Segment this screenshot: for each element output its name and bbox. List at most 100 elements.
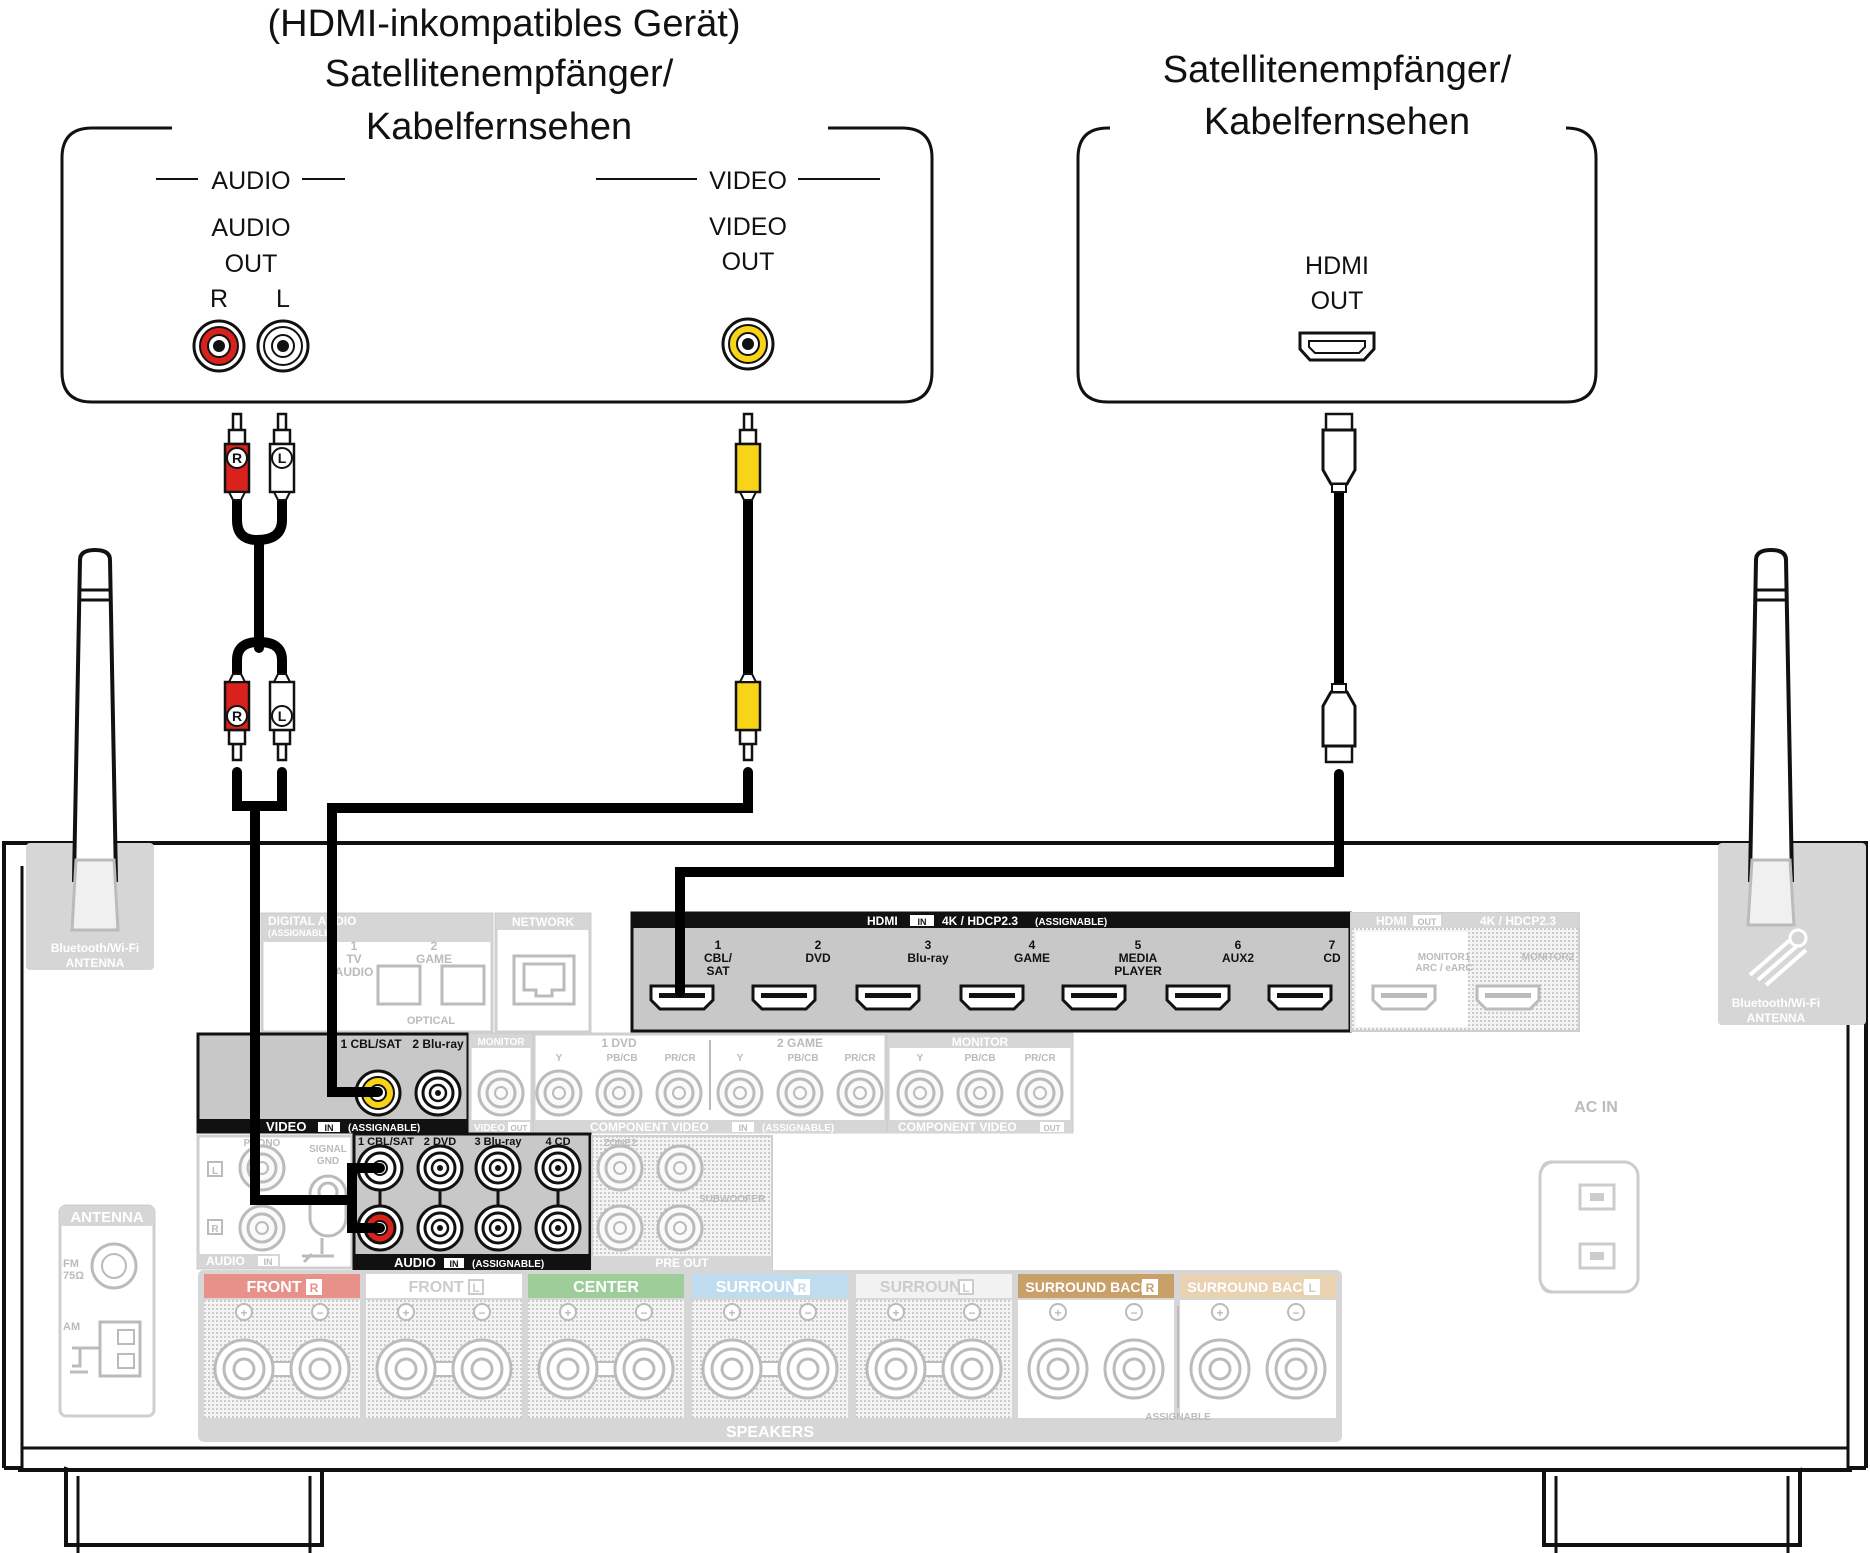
component-out-footer: COMPONENT VIDEO (898, 1120, 1017, 1134)
hdmi-in-label: HDMI (867, 914, 898, 928)
hdmi-input-ports: 1CBL/SAT2DVD3Blu-ray4GAME5MEDIAPLAYER6AU… (649, 938, 1341, 1011)
audio-in-footer-badge: IN (450, 1259, 459, 1269)
hdmi-input-port (1165, 984, 1231, 1011)
signal-label: SIGNAL (309, 1144, 347, 1155)
hdmi-plug-top (1321, 412, 1357, 493)
hdmi-input-label: Blu-ray (907, 951, 949, 965)
fm-label: FM (63, 1258, 79, 1270)
audio-l-top-label: L (278, 450, 287, 466)
monitor-small-label: MONITOR (477, 1037, 525, 1048)
hdmi-out-port (1298, 331, 1376, 362)
assignable-spk-label: ASSIGNABLE (1145, 1412, 1211, 1423)
speaker-terminal-plus (865, 1338, 927, 1400)
audio-r-top-label: R (232, 450, 242, 466)
speaker-terminal-minus (451, 1338, 513, 1400)
video-plug-bottom (734, 673, 762, 762)
hdmi-out-panel: HDMI OUT 4K / HDCP2.3 MONITOR1 ARC / eAR… (1350, 912, 1580, 1032)
video-out-label: VIDEO (474, 1123, 505, 1134)
terminal-polarity: − (640, 1306, 647, 1320)
component-y2-label: Y (737, 1053, 744, 1064)
left-channel-label: L (276, 285, 290, 313)
audio-in-3-label: 3 Blu-ray (474, 1136, 522, 1148)
audio-in-panel: 1 CBL/SAT 2 DVD 3 Blu-ray 4 CD (352, 1132, 592, 1272)
component-pr1-label: PR/CR (664, 1053, 696, 1064)
video-section-label: VIDEO (709, 167, 787, 195)
speaker-group-header (204, 1274, 360, 1298)
left-device-title-3: Kabelfernsehen (366, 106, 632, 148)
speaker-terminal-plus (375, 1338, 437, 1400)
hdmi-input-num: 1 (715, 938, 722, 952)
left-device-title-2: Satellitenempfänger/ (325, 53, 674, 95)
audio-l-bottom-label: L (278, 708, 287, 724)
audio-out-l-jack (256, 319, 310, 373)
audio-in-2-label: 2 DVD (424, 1136, 456, 1148)
hdmi-out-label-2: OUT (1311, 287, 1364, 315)
optical-2-num: 2 (431, 939, 438, 953)
audio-small-badge: IN (264, 1257, 273, 1267)
hdmi-out-label-1: HDMI (1305, 252, 1369, 280)
speaker-terminal-plus (1027, 1338, 1089, 1400)
speaker-group-name: SURROUND BACK (1025, 1279, 1150, 1295)
speaker-group-name: SURROUND (880, 1279, 972, 1296)
video-out-label-1: VIDEO (709, 213, 787, 241)
terminal-polarity: + (892, 1306, 899, 1320)
hdmi-in-badge: IN (918, 917, 927, 927)
video-in-2-jack (414, 1069, 462, 1117)
video-out-label-2: OUT (722, 248, 775, 276)
right-device-title-2: Kabelfernsehen (1204, 101, 1470, 143)
hdmi-out-badge: OUT (1418, 917, 1438, 927)
audio-out-r-jack (192, 319, 246, 373)
audio-cable-y-bottom (232, 636, 287, 685)
hdmi-input-label: CBL/ (704, 951, 733, 965)
component-y1-label: Y (556, 1053, 563, 1064)
digital-assignable-label: (ASSIGNABLE) (268, 928, 333, 938)
terminal-polarity: + (402, 1306, 409, 1320)
phono-label: PHONO (244, 1138, 281, 1149)
speaker-terminal-plus (701, 1338, 763, 1400)
speaker-terminal-minus (613, 1338, 675, 1400)
av-receiver: Bluetooth/Wi-Fi ANTENNA Bluetooth/Wi-Fi … (2, 547, 1868, 1553)
bt-left-line1: Bluetooth/Wi-Fi (51, 941, 140, 955)
hdmi-input-label: CD (1323, 951, 1341, 965)
component-out-monitor: MONITOR (952, 1035, 1009, 1049)
audio-in-footer-assignable: (ASSIGNABLE) (472, 1259, 544, 1270)
audio-cable-r (347, 1195, 385, 1233)
hdmi-input-label: DVD (805, 951, 831, 965)
audio-l-plug-top: L (268, 412, 296, 501)
component-game-label: 2 GAME (777, 1036, 823, 1050)
terminal-polarity: + (1216, 1306, 1223, 1320)
speaker-group-name: SURROUND (716, 1279, 808, 1296)
left-device-box (60, 126, 934, 404)
video-plug-top (734, 412, 762, 501)
cables (232, 485, 1344, 1233)
pre-out-label: PRE OUT (655, 1256, 709, 1270)
component-pb2-label: PB/CB (787, 1053, 818, 1064)
speaker-group-side: L (472, 1281, 479, 1295)
subwoofer-label: SUBWOOFER (699, 1194, 766, 1205)
audio-in-4-label: 4 CD (545, 1136, 570, 1148)
audio-out-label-2: OUT (225, 250, 278, 278)
speaker-terminal-minus (1103, 1338, 1165, 1400)
terminal-polarity: − (1292, 1306, 1299, 1320)
audio-cable-y-top (232, 493, 287, 546)
speaker-terminal-minus (941, 1338, 1003, 1400)
audio-l-plug-bottom (268, 673, 296, 762)
terminal-polarity: − (968, 1306, 975, 1320)
hdmi-input-num: 2 (815, 938, 822, 952)
right-source-device: Satellitenempfänger/ Kabelfernsehen HDMI… (1076, 49, 1598, 404)
speaker-group-header (528, 1274, 684, 1298)
hdmi-out-label: HDMI (1376, 914, 1407, 928)
optical-1-audio: AUDIO (335, 965, 374, 979)
left-device-title-1: (HDMI-inkompatibles Gerät) (268, 3, 741, 45)
network-label: NETWORK (512, 915, 574, 929)
hdmi-assignable-label: (ASSIGNABLE) (1035, 917, 1107, 928)
hdmi-plug-bottom (1321, 683, 1357, 764)
speaker-terminal-minus (289, 1338, 351, 1400)
monitor1-arc-label: ARC / eARC (1415, 963, 1472, 974)
component-pb1-label: PB/CB (606, 1053, 637, 1064)
audio-out-label-1: AUDIO (211, 214, 290, 242)
hdmi-in-panel: HDMI IN 4K / HDCP2.3 (ASSIGNABLE) 1CBL/S… (630, 911, 1352, 1033)
speaker-group-side: L (1308, 1281, 1315, 1295)
hdmi-input-label: AUX2 (1222, 951, 1254, 965)
